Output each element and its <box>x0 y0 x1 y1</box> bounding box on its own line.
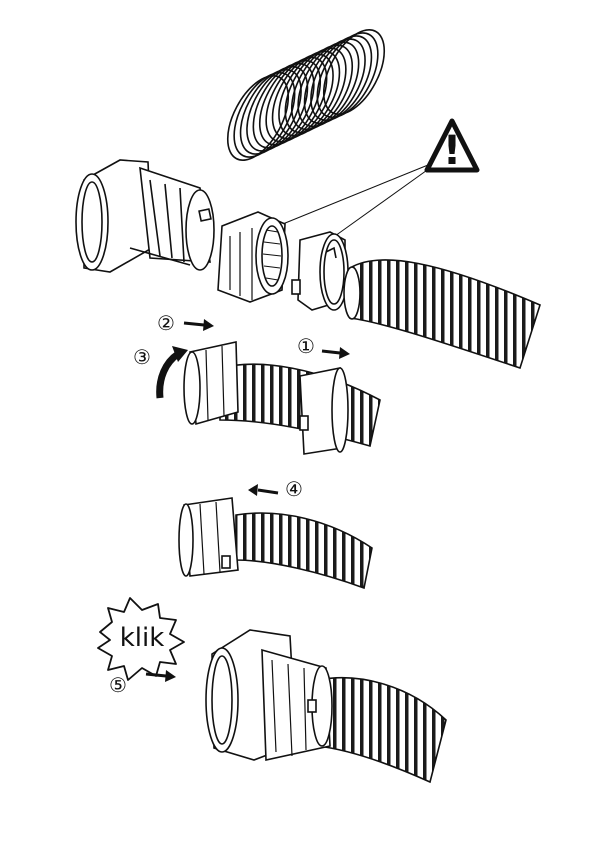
handle-adapter <box>75 159 215 273</box>
arrow-step-4 <box>248 484 279 496</box>
exploded-parts <box>75 159 541 370</box>
warning-mark: ! <box>443 128 461 174</box>
step-label-1: ① <box>297 334 315 358</box>
coil-ring <box>265 56 328 143</box>
arrow-step-1 <box>321 347 350 359</box>
step-1-3-assembly <box>156 319 381 455</box>
arrow-step-3-rotate <box>156 346 188 399</box>
nut-step-2 <box>183 341 239 426</box>
lock-ring-step-2 <box>299 367 349 455</box>
warning-triangle-icon: ! <box>424 118 480 174</box>
coil-ring <box>239 68 302 155</box>
step-5-assembly: klik <box>97 597 447 784</box>
step-label-4: ④ <box>285 477 303 501</box>
coil-ring <box>258 59 322 146</box>
coil-ring <box>310 35 373 122</box>
coil-ring <box>284 47 347 134</box>
warning-callout-lines <box>267 164 431 237</box>
step-label-2: ② <box>157 311 175 335</box>
coil-ring <box>246 65 309 152</box>
coil-ring <box>290 44 354 131</box>
coil-ring <box>278 50 341 137</box>
hose-upper <box>343 259 541 370</box>
coil-ring <box>316 32 379 119</box>
lock-ring <box>291 231 349 311</box>
coil-ring <box>226 75 290 161</box>
threaded-nut <box>217 211 289 303</box>
arrow-step-5 <box>145 670 176 682</box>
step-4-assembly <box>178 484 373 590</box>
step-label-5: ⑤ <box>109 673 127 697</box>
arrow-step-2 <box>183 319 214 331</box>
klik-label: klik <box>120 623 165 653</box>
coil-spring <box>226 29 386 161</box>
coil-ring <box>322 29 386 115</box>
coil-ring <box>271 53 334 140</box>
step-label-3: ③ <box>133 345 151 369</box>
coil-ring <box>252 62 315 149</box>
coil-ring <box>297 41 360 128</box>
coil-ring <box>233 71 296 158</box>
coil-ring <box>303 38 366 125</box>
klik-burst: klik <box>97 597 185 681</box>
